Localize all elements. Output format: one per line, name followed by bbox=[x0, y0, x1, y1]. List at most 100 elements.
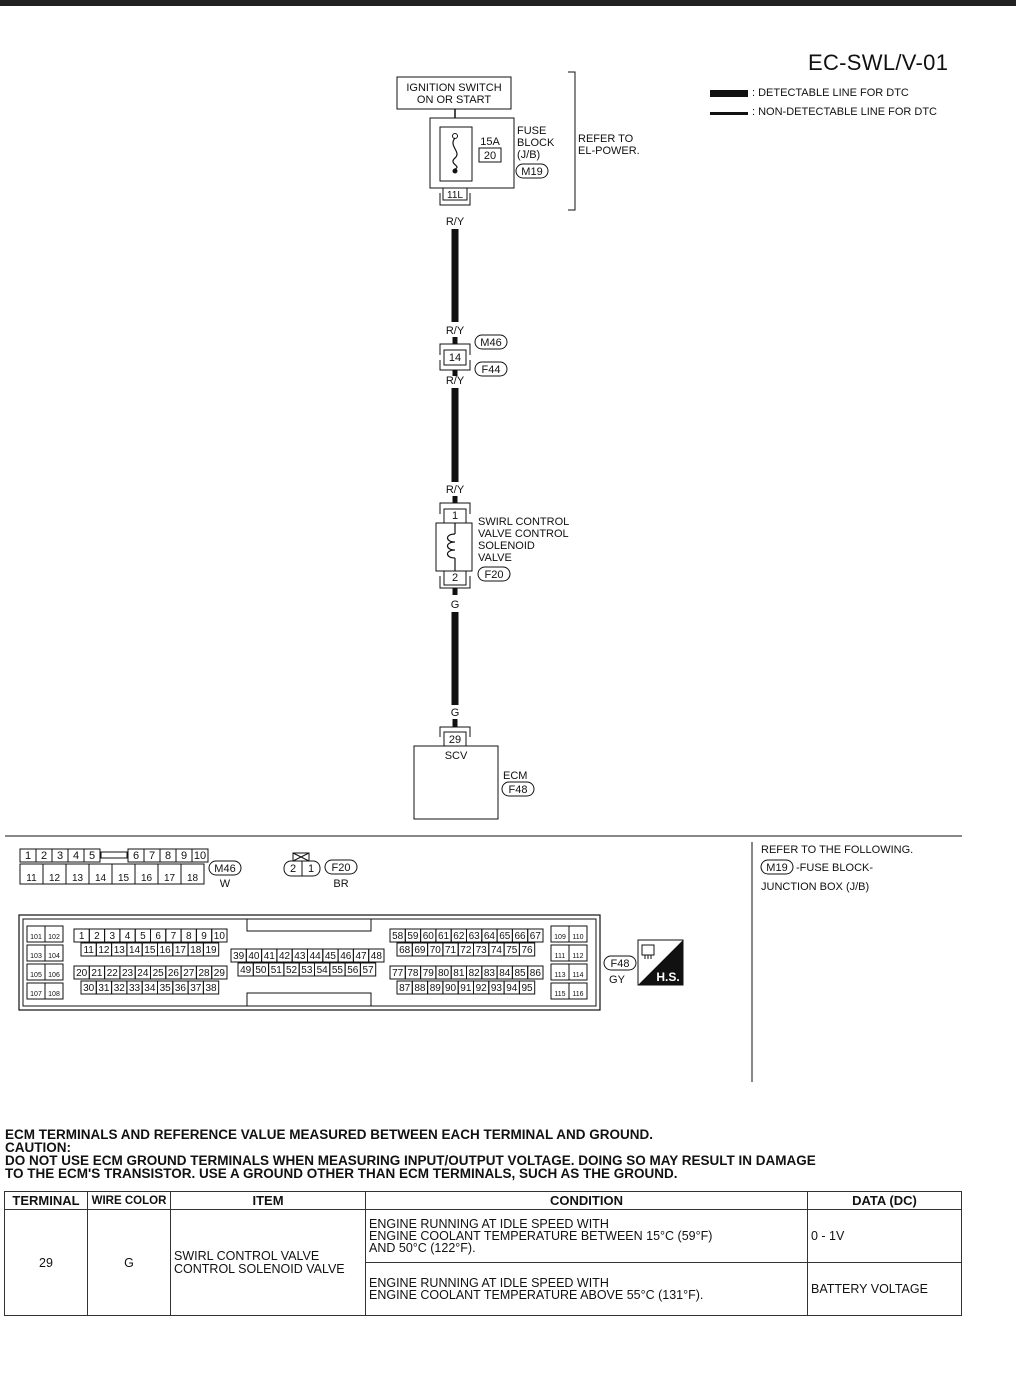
f48-pin: 19 bbox=[205, 945, 217, 956]
f48-pin: 62 bbox=[453, 931, 465, 942]
f48-pin: 88 bbox=[414, 983, 426, 994]
f48-pin: 69 bbox=[414, 945, 426, 956]
f48-pin: 39 bbox=[233, 951, 245, 962]
f48-pin: 81 bbox=[453, 968, 465, 979]
f48-pin: 110 bbox=[572, 934, 583, 941]
f48-pin: 47 bbox=[355, 951, 367, 962]
f48-pin: 95 bbox=[521, 983, 533, 994]
f48-pin: 21 bbox=[91, 968, 103, 979]
refer-following-title: REFER TO THE FOLLOWING. bbox=[761, 844, 913, 856]
f48-pin: 72 bbox=[460, 945, 472, 956]
f48-pin: 78 bbox=[407, 968, 419, 979]
m46-pin-cell bbox=[180, 863, 205, 885]
f48-pin: 22 bbox=[107, 968, 119, 979]
f48-pin: 59 bbox=[407, 931, 419, 942]
f48-pin: 56 bbox=[347, 965, 359, 976]
f48-color: GY bbox=[609, 974, 626, 986]
f48-pin: 91 bbox=[460, 983, 472, 994]
ecm-pin-name: SCV bbox=[445, 750, 468, 762]
refer-el-power-1: REFER TO bbox=[578, 133, 634, 145]
f48-pin: 15 bbox=[144, 945, 156, 956]
f48-pin: 35 bbox=[160, 983, 172, 994]
f48-id: F48 bbox=[611, 958, 630, 970]
page-code: EC-SWL/V-01 bbox=[808, 50, 949, 75]
m46-pin: 4 bbox=[73, 850, 79, 862]
f48-pin-cell bbox=[44, 963, 64, 981]
header-condition: CONDITION bbox=[365, 1191, 808, 1210]
f48-pin: 58 bbox=[392, 931, 404, 942]
m46-key-slot bbox=[100, 851, 128, 859]
ignition-switch: IGNITION SWITCH ON OR START bbox=[396, 76, 512, 110]
f48-pin-cell bbox=[211, 928, 228, 943]
solenoid-label-1: SWIRL CONTROL bbox=[478, 516, 569, 528]
cond1-line-1: ENGINE RUNNING AT IDLE SPEED WITH bbox=[369, 1217, 609, 1231]
f20-id: F20 bbox=[332, 862, 351, 874]
f48-pin-cell bbox=[568, 963, 588, 981]
f48-pin: 107 bbox=[30, 991, 42, 998]
solenoid-connector-f20: F20 bbox=[485, 569, 504, 581]
f48-pin: 86 bbox=[530, 968, 542, 979]
f48-pin-cell bbox=[527, 928, 544, 943]
f48-pin: 44 bbox=[310, 951, 322, 962]
f48-pin: 18 bbox=[190, 945, 202, 956]
note-line-1: ECM TERMINALS AND REFERENCE VALUE MEASUR… bbox=[5, 1127, 654, 1142]
f48-pin-cell bbox=[518, 980, 536, 995]
f48-pin: 51 bbox=[271, 965, 283, 976]
m46-pin: 16 bbox=[141, 873, 153, 884]
header-item: ITEM bbox=[170, 1191, 366, 1210]
f48-pin: 41 bbox=[264, 951, 276, 962]
f48-pin: 60 bbox=[423, 931, 435, 942]
f48-pin: 109 bbox=[554, 934, 566, 941]
f48-pin-cell bbox=[211, 965, 228, 980]
fuse-label-3: (J/B) bbox=[517, 149, 540, 161]
f48-pin: 7 bbox=[171, 931, 177, 942]
f48-pin: 17 bbox=[175, 945, 187, 956]
f48-pin: 57 bbox=[362, 965, 374, 976]
fuse-terminal: 11L bbox=[447, 190, 463, 201]
f48-pin: 9 bbox=[201, 931, 207, 942]
legend-detectable-label: : DETECTABLE LINE FOR DTC bbox=[752, 87, 909, 99]
legend-thick-line bbox=[710, 90, 748, 97]
coil-icon bbox=[446, 533, 456, 559]
f48-pin: 16 bbox=[160, 945, 172, 956]
f48-pin: 65 bbox=[499, 931, 511, 942]
m46-pin: 15 bbox=[118, 873, 130, 884]
f48-pin: 111 bbox=[555, 953, 566, 960]
ignition-line2: ON OR START bbox=[417, 94, 491, 106]
m46-color: W bbox=[220, 878, 231, 890]
f48-pin: 4 bbox=[125, 931, 131, 942]
f48-pin: 8 bbox=[186, 931, 192, 942]
f48-pin: 27 bbox=[183, 968, 195, 979]
f48-pin: 11 bbox=[83, 945, 94, 956]
wire-color-ry: R/Y bbox=[446, 325, 465, 337]
f48-pin: 66 bbox=[514, 931, 526, 942]
f48-pin: 5 bbox=[140, 931, 146, 942]
m46-pin: 12 bbox=[49, 873, 61, 884]
f48-pin: 49 bbox=[240, 965, 252, 976]
f48-pin: 10 bbox=[214, 931, 226, 942]
f48-pin: 54 bbox=[317, 965, 329, 976]
refer-line2: JUNCTION BOX (J/B) bbox=[761, 881, 869, 893]
note-line-3: DO NOT USE ECM GROUND TERMINALS WHEN MEA… bbox=[5, 1153, 816, 1168]
wire-color-g: G bbox=[451, 707, 460, 719]
f48-pin-cell bbox=[202, 942, 220, 957]
f48-pin: 13 bbox=[114, 945, 126, 956]
f48-pin: 29 bbox=[214, 968, 226, 979]
fuse-icon bbox=[452, 137, 458, 170]
f48-pin: 76 bbox=[521, 945, 533, 956]
f48-pin: 30 bbox=[83, 983, 95, 994]
m46-pin: 17 bbox=[164, 873, 176, 884]
ignition-line1: IGNITION SWITCH bbox=[406, 82, 501, 94]
f48-pin: 23 bbox=[122, 968, 134, 979]
f48-pin: 33 bbox=[129, 983, 141, 994]
f48-pin: 106 bbox=[48, 972, 60, 979]
f48-pin: 55 bbox=[332, 965, 344, 976]
f48-pin: 25 bbox=[153, 968, 165, 979]
m46-pin: 14 bbox=[95, 873, 107, 884]
f48-pin: 26 bbox=[168, 968, 180, 979]
f48-pin: 77 bbox=[392, 968, 404, 979]
f48-pin: 46 bbox=[340, 951, 352, 962]
f48-pin: 42 bbox=[279, 951, 291, 962]
m46-pin-cell bbox=[83, 848, 101, 863]
